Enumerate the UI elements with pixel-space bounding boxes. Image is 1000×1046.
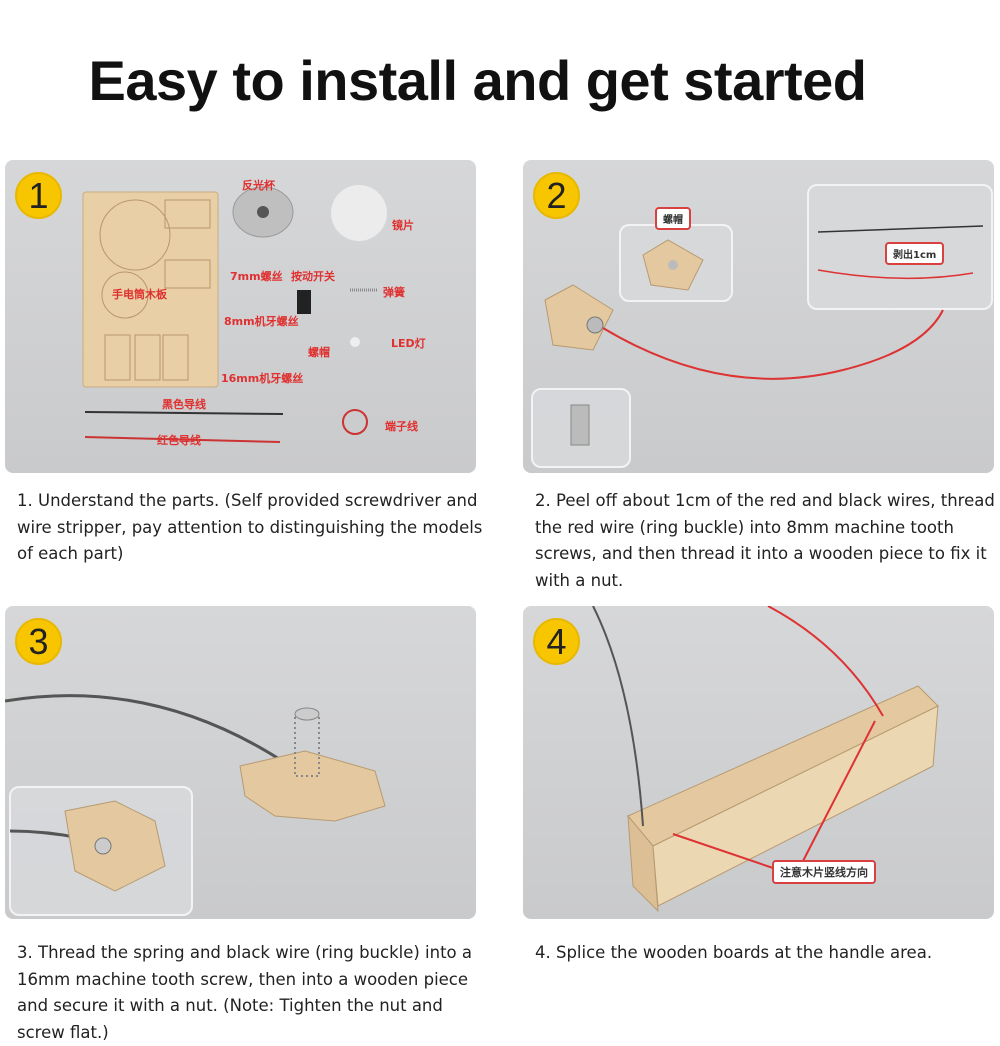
step-badge: 1 — [15, 172, 62, 219]
step-4-caption: 4. Splice the wooden boards at the handl… — [535, 943, 933, 962]
label-lens: 镜片 — [392, 219, 414, 232]
wiring-illustration — [544, 225, 984, 446]
label-led: LED灯 — [391, 337, 426, 350]
strip-inset — [807, 184, 993, 310]
step-badge: 2 — [533, 172, 580, 219]
step-2-image: 2 螺帽 剥出1cm — [523, 160, 994, 473]
step-badge: 4 — [533, 618, 580, 665]
label-screw-8mm: 8mm机牙螺丝 — [224, 315, 299, 328]
step-3-caption: 3. Thread the spring and black wire (rin… — [17, 943, 473, 1042]
label-switch: 按动开关 — [291, 270, 335, 283]
spring-illustration — [5, 694, 386, 892]
step-4-image: 4 注意木片竖线方向 — [523, 606, 994, 919]
step-3-image: 3 — [5, 606, 476, 919]
parts-illustration — [82, 185, 387, 443]
label-screw-16mm: 16mm机牙螺丝 — [221, 372, 304, 385]
handle-illustration — [592, 606, 939, 913]
label-nut: 螺帽 — [655, 207, 691, 230]
label-screw-7mm: 7mm螺丝 — [230, 270, 283, 283]
label-strip-1cm: 剥出1cm — [885, 242, 945, 265]
step-1-caption: 1. Understand the parts. (Self provided … — [17, 491, 483, 563]
label-board: 手电筒木板 — [112, 288, 167, 301]
step-2-caption: 2. Peel off about 1cm of the red and bla… — [535, 491, 995, 590]
label-reflector: 反光杯 — [242, 179, 275, 192]
label-note-grain-direction: 注意木片竖线方向 — [772, 860, 876, 884]
label-red-wire: 红色导线 — [157, 434, 201, 447]
step-1-image: 1 反光杯 镜片 7mm螺丝 按动开关 手电筒木板 弹簧 8mm机牙螺丝 LED… — [5, 160, 476, 473]
page-title: Easy to install and get started — [88, 49, 867, 112]
step-badge: 3 — [15, 618, 62, 665]
label-spring: 弹簧 — [383, 286, 405, 299]
label-nut: 螺帽 — [308, 346, 330, 359]
label-terminal: 端子线 — [385, 420, 418, 433]
label-black-wire: 黑色导线 — [162, 398, 206, 411]
